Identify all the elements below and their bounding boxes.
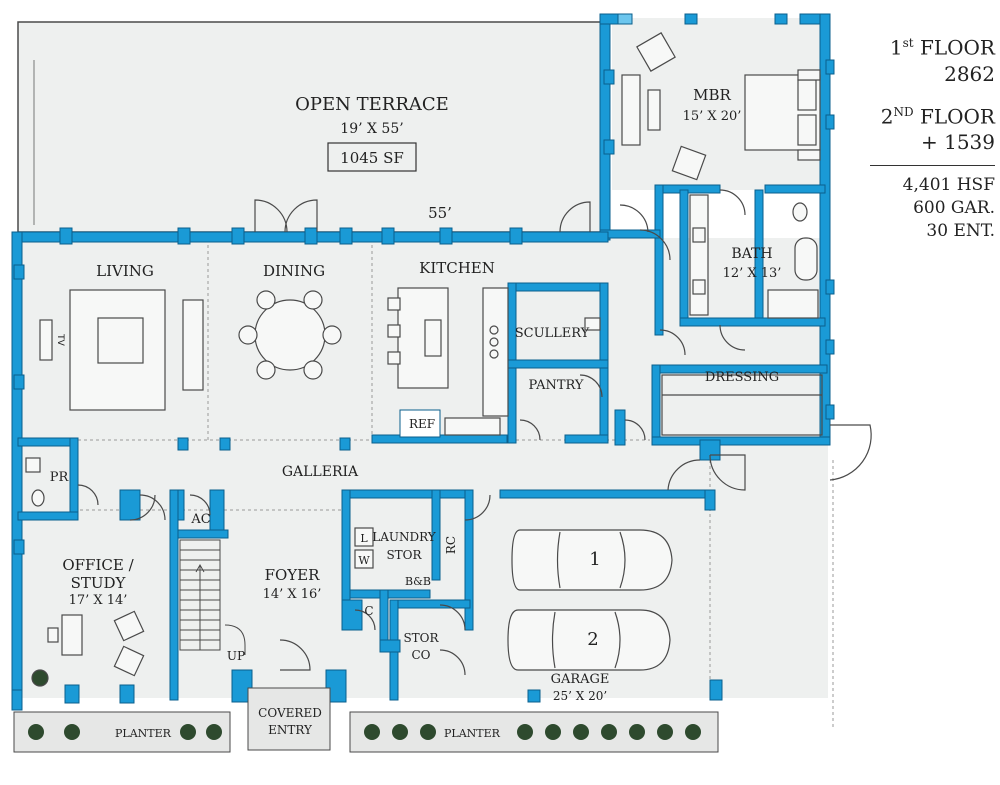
laundry-l: L: [360, 532, 368, 545]
terrace-name: OPEN TERRACE: [295, 94, 449, 115]
terrace-length: 55’: [428, 204, 452, 222]
floor2-heading: 2ND FLOOR: [880, 104, 995, 129]
summary-divider: [870, 165, 995, 167]
mbr-name: MBR: [693, 86, 731, 104]
bath-dims: 12’ X 13’: [723, 266, 782, 281]
laundry-line2: STOR: [386, 548, 422, 562]
tv-label: TV: [55, 333, 65, 346]
bath-name: BATH: [731, 246, 772, 262]
furniture: [25, 32, 823, 687]
mbr-dims: 15’ X 20’: [683, 109, 742, 124]
living-name: LIVING: [96, 262, 154, 280]
storco-line1: STOR: [403, 631, 439, 645]
scullery-name: SCULLERY: [515, 326, 590, 341]
covered-entry: [247, 687, 331, 751]
pr-name: PR: [50, 470, 70, 485]
room-labels: OPEN TERRACE 19’ X 55’ 1045 SF 55’ MBR 1…: [50, 86, 782, 740]
office-line2: STUDY: [71, 574, 127, 592]
floor1-area: 2862: [944, 61, 995, 86]
ac-name: AC: [190, 512, 210, 527]
office-dims: 17’ X 14’: [69, 593, 128, 608]
planter-right: [349, 711, 719, 753]
closet-name: C: [364, 604, 373, 618]
dining-table: [254, 299, 326, 371]
laundry-bb: B&B: [405, 575, 431, 588]
total-garage: 600 GAR.: [913, 198, 995, 219]
garage-dims: 25’ X 20’: [553, 689, 607, 703]
total-hsf: 4,401 HSF: [902, 175, 995, 196]
terrace-area-box: [327, 142, 417, 172]
floor2-area: + 1539: [920, 130, 995, 155]
walls: [11, 13, 831, 711]
planter-left-name: PLANTER: [115, 727, 172, 740]
staircase: [179, 539, 246, 655]
laundry-line1: LAUNDRY: [372, 530, 437, 544]
stairs-up: UP: [227, 649, 245, 663]
dining-name: DINING: [263, 262, 325, 280]
columns: [13, 13, 835, 555]
entry-line1: COVERED: [258, 706, 322, 720]
rc-name: RC: [444, 536, 458, 554]
terrace-dims: 19’ X 55’: [340, 121, 403, 137]
storco-line2: CO: [411, 648, 430, 662]
laundry-w: W: [358, 554, 370, 567]
floor1-heading: 1st FLOOR: [889, 35, 995, 60]
planter-plants: [28, 724, 701, 740]
dressing-name: DRESSING: [705, 370, 779, 385]
terrace-floor: [18, 22, 603, 232]
terrace-area: 1045 SF: [340, 149, 404, 167]
ref-name: REF: [409, 417, 435, 431]
foyer-name: FOYER: [265, 566, 321, 584]
car2-number: 2: [587, 629, 598, 650]
entry-line2: ENTRY: [268, 723, 313, 737]
car1-number: 1: [589, 549, 600, 570]
total-entry: 30 ENT.: [926, 221, 995, 242]
doors: [77, 189, 872, 676]
planter-right-name: PLANTER: [444, 727, 501, 740]
garage-name: GARAGE: [551, 672, 610, 687]
pantry-name: PANTRY: [529, 378, 584, 393]
office-line1: OFFICE /: [62, 556, 134, 574]
galleria-name: GALLERIA: [282, 464, 359, 480]
kitchen-name: KITCHEN: [419, 259, 495, 277]
area-summary: 1st FLOOR 2862 2ND FLOOR + 1539 4,401 HS…: [840, 30, 995, 243]
foyer-dims: 14’ X 16’: [263, 587, 322, 602]
